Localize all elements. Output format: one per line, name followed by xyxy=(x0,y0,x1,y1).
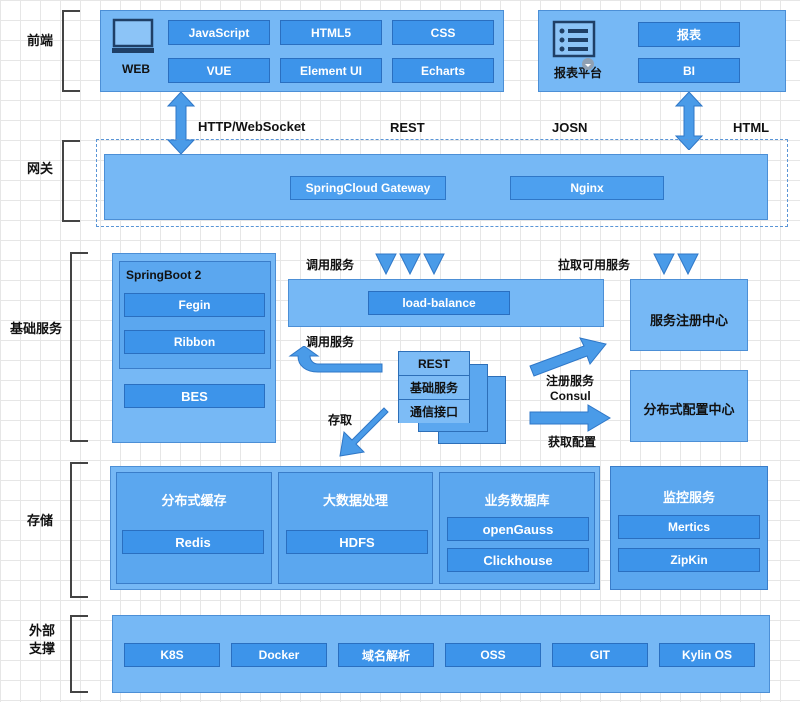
report-item-reports: 报表 xyxy=(638,22,740,47)
storage-db-title: 业务数据库 xyxy=(484,493,550,508)
tier-label-frontend: 前端 xyxy=(26,33,53,48)
register-service-label: 注册服务 xyxy=(546,374,595,388)
monitor-mertics: Mertics xyxy=(618,515,760,539)
tier-bracket-base-services xyxy=(70,252,88,442)
storage-cache-panel xyxy=(116,472,272,584)
storage-bigdata-title: 大数据处理 xyxy=(322,493,388,508)
call-service-top-label: 调用服务 xyxy=(306,258,355,272)
springboot-ribbon: Ribbon xyxy=(124,330,265,354)
storage-redis: Redis xyxy=(122,530,264,554)
tier-label-storage: 存储 xyxy=(26,513,53,528)
protocol-json: JOSN xyxy=(552,120,588,135)
web-item-element-ui: Element UI xyxy=(280,58,382,83)
external-docker: Docker xyxy=(231,643,327,667)
web-item-html5: HTML5 xyxy=(280,20,382,45)
arrow-report-gateway xyxy=(674,92,704,150)
external-oss: OSS xyxy=(445,643,541,667)
curved-arrow-call xyxy=(288,346,383,373)
tier-label-gateway: 网关 xyxy=(26,161,53,176)
get-config-label: 获取配置 xyxy=(548,435,597,449)
tier-bracket-frontend xyxy=(62,10,80,92)
protocol-http: HTTP/WebSocket xyxy=(198,119,306,134)
external-dns: 域名解析 xyxy=(338,643,434,667)
config-center-panel xyxy=(630,370,748,442)
storage-hdfs: HDFS xyxy=(286,530,428,554)
external-k8s: K8S xyxy=(124,643,220,667)
registry-center-label: 服务注册中心 xyxy=(649,313,728,328)
tier-label-base-services: 基础服务 xyxy=(9,321,62,336)
monitor-title: 监控服务 xyxy=(662,490,715,505)
external-git: GIT xyxy=(552,643,648,667)
pull-service-label: 拉取可用服务 xyxy=(558,258,631,272)
config-center-label: 分布式配置中心 xyxy=(643,402,735,417)
tier-bracket-storage xyxy=(70,462,88,598)
arrow-store-access xyxy=(339,407,389,457)
tier-bracket-external xyxy=(70,615,88,693)
protocol-html: HTML xyxy=(733,120,770,135)
report-platform-label: 报表平台 xyxy=(553,66,602,80)
monitor-zipkin: ZipKin xyxy=(618,548,760,572)
load-balance-chip: load-balance xyxy=(368,291,510,315)
monitor-icon xyxy=(112,18,154,56)
arrow-get-config xyxy=(529,404,611,432)
protocol-rest: REST xyxy=(390,120,425,135)
store-access-label: 存取 xyxy=(328,413,353,427)
stack-row-comm: 通信接口 xyxy=(399,400,469,423)
tier-label-external-1: 外部 xyxy=(28,623,55,638)
web-item-vue: VUE xyxy=(168,58,270,83)
list-icon xyxy=(552,20,596,60)
storage-clickhouse: Clickhouse xyxy=(447,548,589,572)
springboot-fegin: Fegin xyxy=(124,293,265,317)
call-service-side-label: 调用服务 xyxy=(306,335,355,349)
springboot-title: SpringBoot 2 xyxy=(126,268,202,282)
storage-cache-title: 分布式缓存 xyxy=(161,493,227,508)
storage-bigdata-panel xyxy=(278,472,433,584)
web-label: WEB xyxy=(122,62,150,76)
tier-label-external-2: 支撑 xyxy=(28,641,55,656)
gateway-springcloud: SpringCloud Gateway xyxy=(290,176,446,200)
triangles-call-service xyxy=(375,253,445,276)
external-kylin: Kylin OS xyxy=(659,643,755,667)
registry-center-panel xyxy=(630,279,748,351)
arrow-web-gateway xyxy=(166,92,196,154)
dropdown-icon xyxy=(582,58,594,70)
triangles-pull-service xyxy=(653,253,699,276)
arrow-register xyxy=(529,337,607,377)
web-item-echarts: Echarts xyxy=(392,58,494,83)
gateway-dashed-frame xyxy=(96,139,788,227)
service-stack-front: REST 基础服务 通信接口 xyxy=(398,351,470,423)
springboot-bes: BES xyxy=(124,384,265,408)
gateway-nginx: Nginx xyxy=(510,176,664,200)
stack-row-rest: REST xyxy=(399,352,469,376)
web-item-javascript: JavaScript xyxy=(168,20,270,45)
consul-label: Consul xyxy=(550,389,591,403)
stack-row-base: 基础服务 xyxy=(399,376,469,400)
report-item-bi: BI xyxy=(638,58,740,83)
web-item-css: CSS xyxy=(392,20,494,45)
storage-opengauss: openGauss xyxy=(447,517,589,541)
tier-bracket-gateway xyxy=(62,140,80,222)
